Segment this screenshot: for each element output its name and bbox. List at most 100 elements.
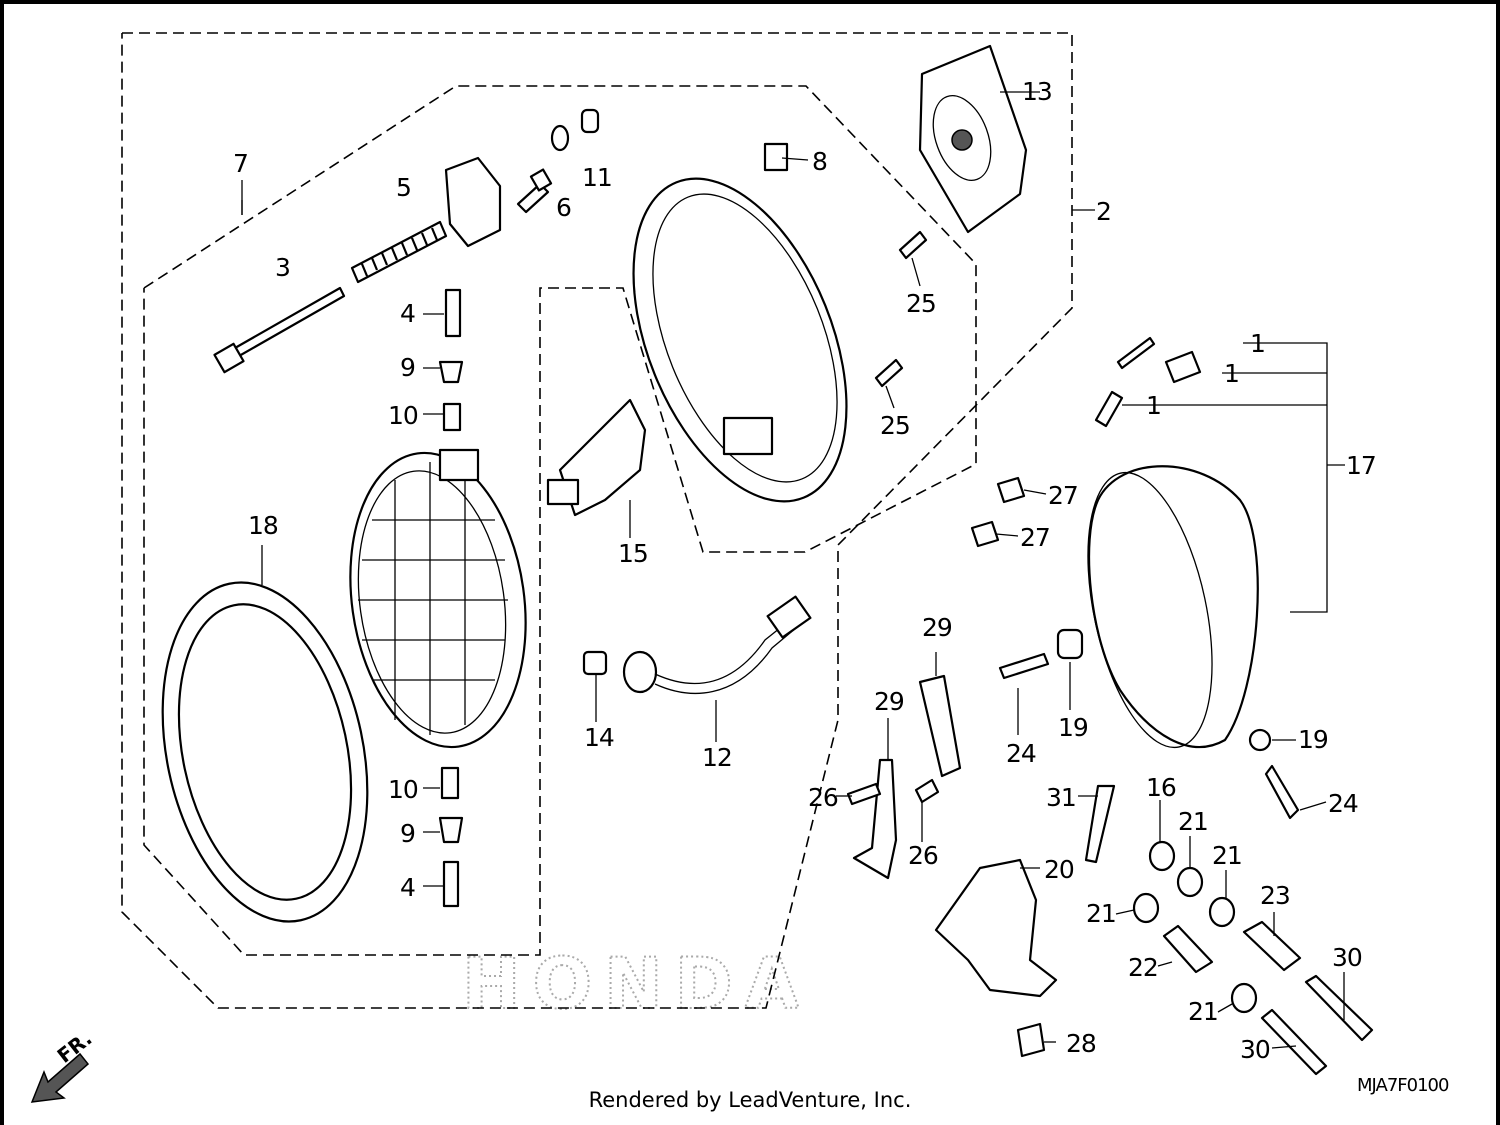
outline-assembly-2	[121, 32, 1073, 1009]
bracket-1-17	[1243, 342, 1328, 613]
callout-26: 26	[908, 841, 938, 870]
nut-9-lower	[438, 816, 464, 844]
callout-29: 29	[874, 687, 904, 716]
callout-21: 21	[1188, 997, 1218, 1026]
outline-headlight-7	[143, 85, 977, 956]
callout-21: 21	[1178, 807, 1208, 836]
callout-2: 2	[1096, 197, 1111, 226]
nut-9-upper	[438, 360, 464, 384]
collar-19-left	[1056, 628, 1084, 660]
callout-10: 10	[388, 775, 418, 804]
callout-3: 3	[275, 253, 290, 282]
emblem-1c	[1094, 390, 1124, 428]
callout-1: 1	[1250, 329, 1265, 358]
callout-27: 27	[1048, 481, 1078, 510]
callout-9: 9	[400, 353, 415, 382]
callout-21: 21	[1212, 841, 1242, 870]
bolt-30-lower	[1260, 1008, 1328, 1076]
callout-24: 24	[1328, 789, 1358, 818]
diagram-code: MJA7F0100	[1357, 1075, 1449, 1096]
bulb-15	[546, 398, 647, 517]
nut-10-upper	[442, 402, 462, 432]
emblem-1a	[1116, 336, 1156, 370]
screw-25-lower	[874, 358, 904, 388]
bolt-31	[1084, 784, 1116, 864]
callout-20: 20	[1044, 855, 1074, 884]
callout-30: 30	[1240, 1035, 1270, 1064]
screw-4-lower	[442, 860, 460, 908]
washer-16	[1148, 840, 1176, 872]
bolt-24-left	[998, 652, 1050, 680]
headlight-rim-18	[161, 581, 369, 923]
callout-9: 9	[400, 819, 415, 848]
screw-25-upper	[898, 230, 928, 260]
callout-7: 7	[233, 149, 248, 178]
callout-11: 11	[582, 163, 612, 192]
headlight-shell-17	[1087, 465, 1259, 749]
washer-6	[550, 124, 570, 152]
callout-5: 5	[396, 173, 411, 202]
callout-4: 4	[400, 873, 415, 902]
nut-10-lower	[440, 766, 460, 800]
bracket-29-left	[852, 758, 898, 880]
nut-27-lower	[970, 520, 1000, 548]
nut-27-upper	[996, 476, 1026, 504]
leader-lines	[241, 91, 1345, 1049]
adjuster-block	[444, 156, 502, 248]
callout-8: 8	[812, 147, 827, 176]
callout-1: 1	[1224, 359, 1239, 388]
nut-21d	[1230, 982, 1258, 1014]
callout-30: 30	[1332, 943, 1362, 972]
callout-22: 22	[1128, 953, 1158, 982]
callout-4: 4	[400, 299, 415, 328]
callout-28: 28	[1066, 1029, 1096, 1058]
small-screw	[516, 182, 550, 214]
screw-4-upper	[444, 288, 462, 338]
callout-16: 16	[1146, 773, 1176, 802]
nut-28	[1016, 1022, 1046, 1058]
callout-25: 25	[880, 411, 910, 440]
callout-14: 14	[584, 723, 614, 752]
callout-6: 6	[556, 193, 571, 222]
screw-26-left	[846, 782, 882, 806]
footer-credit: Rendered by LeadVenture, Inc.	[588, 1088, 912, 1112]
cap-11	[580, 108, 600, 134]
callout-26: 26	[808, 783, 838, 812]
callout-29: 29	[922, 613, 952, 642]
rear-cover-13	[918, 44, 1028, 234]
bolt-30-upper	[1304, 974, 1374, 1042]
headlight-unit	[349, 448, 527, 749]
callout-1: 1	[1146, 391, 1161, 420]
callout-24: 24	[1006, 739, 1036, 768]
collar-23	[1242, 920, 1302, 972]
harness-12	[622, 595, 812, 694]
spring-5	[350, 220, 448, 284]
callout-13: 13	[1022, 77, 1052, 106]
callout-23: 23	[1260, 881, 1290, 910]
callout-15: 15	[618, 539, 648, 568]
callout-27: 27	[1020, 523, 1050, 552]
parts	[30, 44, 1374, 1103]
headlight-case-2	[632, 142, 848, 503]
callout-12: 12	[702, 743, 732, 772]
callout-21: 21	[1086, 899, 1116, 928]
collar-19-right	[1248, 728, 1272, 752]
nut-21c	[1132, 892, 1160, 924]
callout-labels: 1 1 1 2 3 4 4 5 6 7 8 9 9 10 10 11 12 13…	[233, 77, 1377, 1064]
stay-20	[934, 858, 1058, 998]
callout-31: 31	[1046, 783, 1076, 812]
bolt-3	[213, 286, 346, 374]
callout-18: 18	[248, 511, 278, 540]
group-outlines	[121, 32, 1345, 1009]
callout-10: 10	[388, 401, 418, 430]
honda-watermark: HONDA	[462, 943, 811, 1025]
bracket-29-right	[918, 674, 962, 778]
emblem-1b	[1164, 350, 1202, 384]
bolt-24-right	[1264, 764, 1300, 820]
nut-21a	[1176, 866, 1204, 898]
screw-26-right	[914, 778, 940, 804]
collar-22	[1162, 924, 1214, 974]
socket-14	[582, 650, 608, 676]
